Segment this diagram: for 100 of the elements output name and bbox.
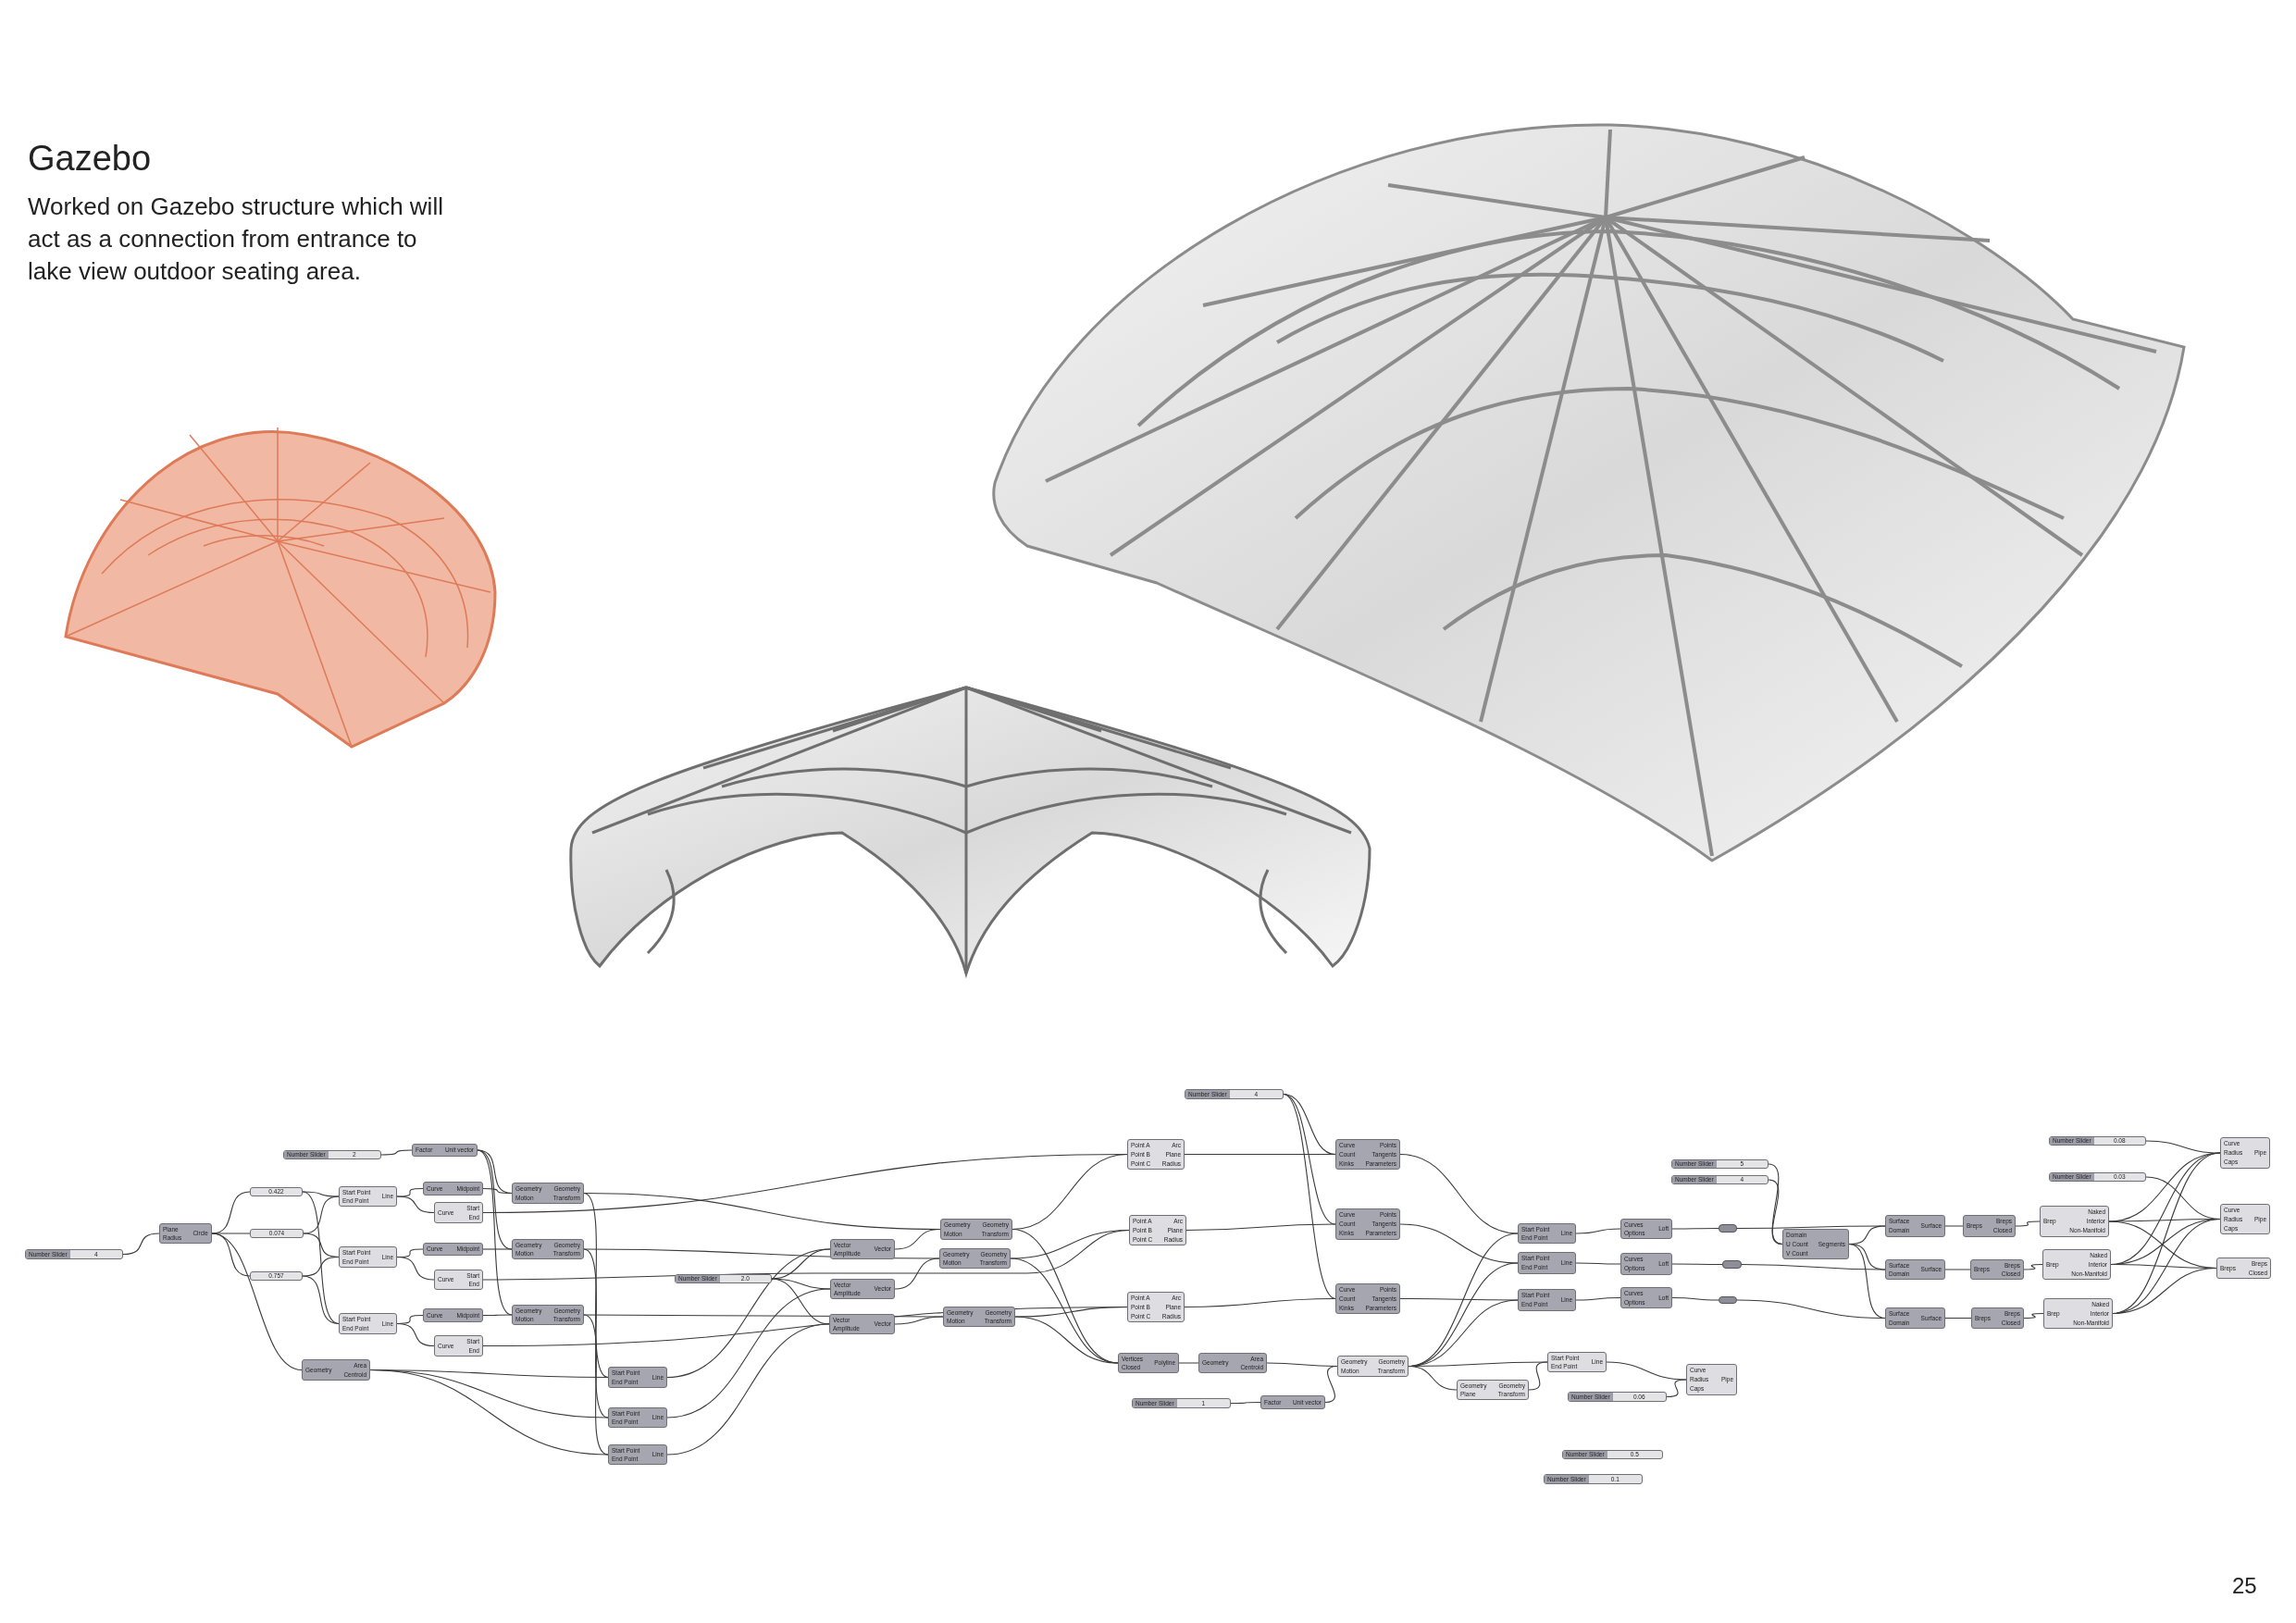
wire bbox=[1185, 1223, 1336, 1232]
component-node bbox=[1337, 1356, 1409, 1377]
wire bbox=[369, 1369, 609, 1456]
component-node bbox=[940, 1219, 1012, 1240]
component-node bbox=[1335, 1283, 1400, 1314]
value-slider bbox=[250, 1187, 303, 1196]
component-node bbox=[434, 1335, 483, 1357]
wire bbox=[2145, 1176, 2221, 1220]
component-node bbox=[1620, 1287, 1672, 1308]
wire bbox=[1230, 1401, 1261, 1405]
wire bbox=[583, 1248, 609, 1419]
component-node bbox=[1971, 1307, 2024, 1329]
component-node bbox=[1118, 1353, 1179, 1373]
wire bbox=[1178, 1362, 1199, 1364]
wire bbox=[583, 1192, 609, 1379]
wire bbox=[1399, 1223, 1519, 1264]
wire bbox=[1399, 1153, 1519, 1234]
component-node bbox=[1963, 1215, 2016, 1237]
component-node bbox=[1518, 1289, 1576, 1311]
wire bbox=[1848, 1243, 1886, 1319]
wire bbox=[2015, 1220, 2041, 1227]
wire bbox=[211, 1233, 303, 1371]
wire bbox=[1399, 1297, 1519, 1301]
component-node bbox=[1885, 1307, 1945, 1329]
wire bbox=[1671, 1227, 1719, 1230]
wire bbox=[1283, 1093, 1336, 1300]
component-node bbox=[434, 1202, 483, 1223]
component-node bbox=[512, 1239, 584, 1259]
component-node bbox=[1335, 1208, 1400, 1240]
component-node bbox=[608, 1444, 667, 1465]
value-slider bbox=[250, 1271, 303, 1281]
number-slider bbox=[283, 1150, 381, 1159]
component-node bbox=[339, 1246, 397, 1268]
component-node bbox=[423, 1182, 483, 1196]
wire bbox=[583, 1314, 609, 1456]
component-node bbox=[1518, 1252, 1576, 1274]
wire bbox=[1575, 1296, 1621, 1301]
wire bbox=[1575, 1228, 1621, 1234]
component-node bbox=[830, 1239, 895, 1259]
wire bbox=[1768, 1179, 1783, 1245]
wire bbox=[1528, 1361, 1548, 1391]
number-slider bbox=[1132, 1398, 1231, 1408]
component-node bbox=[1620, 1219, 1672, 1239]
component-node bbox=[2216, 1258, 2271, 1279]
component-node bbox=[512, 1183, 584, 1204]
number-slider bbox=[2049, 1172, 2146, 1182]
component-node bbox=[943, 1307, 1015, 1327]
page-number: 25 bbox=[2232, 1573, 2257, 1599]
component-node bbox=[1127, 1139, 1185, 1170]
wire bbox=[1944, 1225, 1964, 1227]
component-node bbox=[339, 1186, 397, 1207]
wire bbox=[1014, 1316, 1119, 1364]
component-node bbox=[608, 1407, 667, 1428]
component-node bbox=[1335, 1139, 1400, 1170]
relay-node bbox=[1719, 1296, 1737, 1304]
wire bbox=[396, 1256, 435, 1281]
value-slider bbox=[250, 1229, 304, 1238]
component-node bbox=[1127, 1292, 1185, 1322]
wire bbox=[302, 1191, 340, 1325]
component-node bbox=[1782, 1229, 1849, 1259]
component-node bbox=[939, 1248, 1011, 1269]
component-node bbox=[423, 1308, 483, 1322]
number-slider bbox=[2049, 1136, 2146, 1146]
wire bbox=[1671, 1263, 1723, 1266]
component-node bbox=[608, 1367, 667, 1388]
wire bbox=[302, 1256, 340, 1277]
wire bbox=[2145, 1140, 2221, 1154]
wire bbox=[1408, 1361, 1548, 1368]
component-node bbox=[829, 1314, 895, 1334]
component-node bbox=[423, 1243, 483, 1256]
wire bbox=[771, 1278, 831, 1290]
wire bbox=[396, 1322, 435, 1347]
component-node bbox=[1518, 1223, 1576, 1244]
component-node bbox=[1620, 1253, 1672, 1275]
component-node bbox=[2042, 1249, 2111, 1280]
number-slider bbox=[1562, 1450, 1663, 1459]
component-node bbox=[302, 1359, 370, 1381]
component-node bbox=[2220, 1137, 2270, 1169]
component-node bbox=[830, 1279, 895, 1299]
component-node bbox=[2043, 1298, 2113, 1329]
page-title: Gazebo bbox=[28, 139, 152, 179]
wire bbox=[1944, 1269, 1971, 1270]
number-slider bbox=[1544, 1474, 1643, 1484]
wire bbox=[211, 1233, 251, 1234]
component-node bbox=[1970, 1259, 2024, 1280]
wire bbox=[1324, 1365, 1338, 1404]
wire bbox=[771, 1278, 830, 1325]
number-slider bbox=[1185, 1089, 1284, 1099]
component-node bbox=[339, 1313, 397, 1334]
wire bbox=[1671, 1296, 1719, 1301]
wire bbox=[302, 1191, 340, 1197]
component-node bbox=[434, 1270, 483, 1290]
component-node bbox=[412, 1144, 478, 1157]
component-node bbox=[1260, 1395, 1325, 1409]
wire bbox=[1575, 1262, 1621, 1265]
number-slider bbox=[675, 1274, 772, 1283]
relay-node bbox=[1722, 1260, 1742, 1269]
wire bbox=[482, 1187, 513, 1195]
relay-node bbox=[1719, 1224, 1737, 1233]
component-node bbox=[1547, 1352, 1607, 1372]
